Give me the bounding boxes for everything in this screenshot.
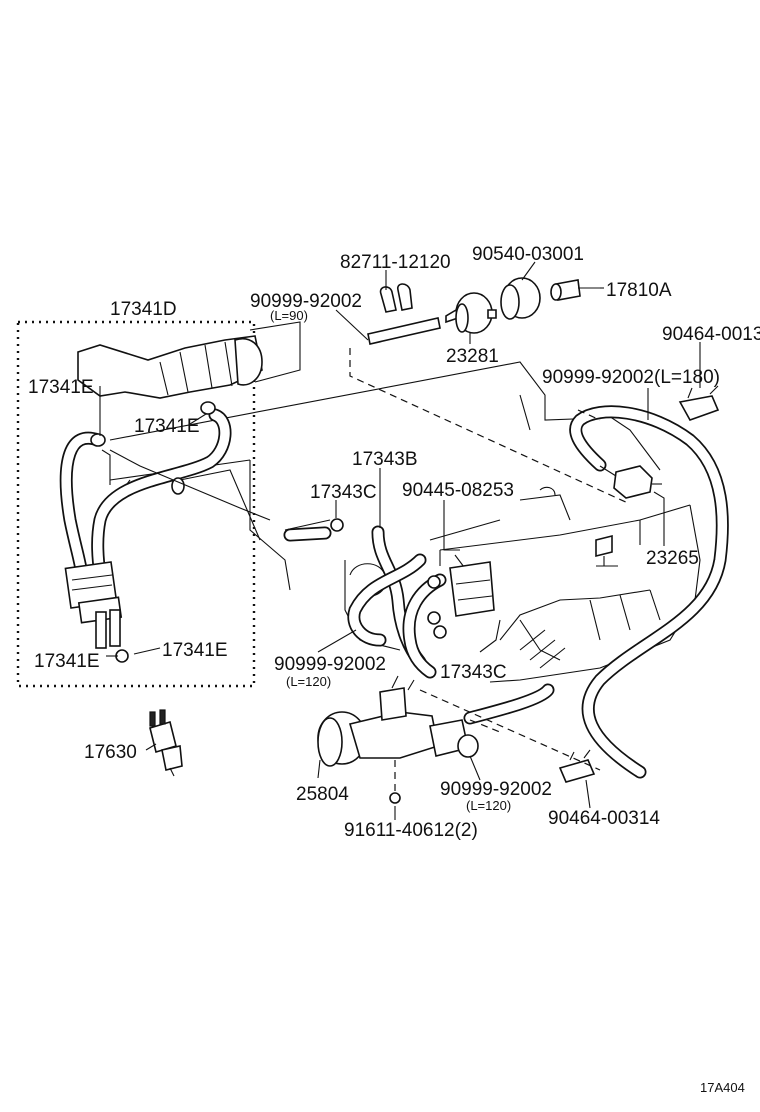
connector-17810a: [550, 279, 600, 301]
air-duct: [77, 335, 263, 399]
label-25804: 25804: [296, 784, 349, 805]
filter-23281: [445, 292, 497, 334]
label-90464-top: 90464-0013: [662, 324, 760, 345]
label-17630: 17630: [84, 742, 137, 763]
label-90999-d-length: (L=120): [466, 798, 511, 813]
label-17810a: 17810A: [606, 280, 672, 301]
label-23281: 23281: [446, 346, 499, 367]
clip-82711: [379, 283, 413, 313]
label-91611: 91611-40612(2): [344, 820, 478, 841]
label-90999-c-length: (L=120): [286, 674, 331, 689]
vacuum-hoses: [59, 405, 729, 779]
diagram-id: 17A404: [700, 1080, 745, 1095]
label-17343c-a: 17343C: [310, 482, 377, 503]
clamp-90464-bottom: [558, 749, 596, 783]
label-23265: 23265: [646, 548, 699, 569]
label-17341e-b: 17341E: [134, 416, 200, 437]
intake-manifold: [99, 321, 701, 683]
label-17341e-d: 17341E: [162, 640, 228, 661]
label-17343b: 17343B: [352, 449, 418, 470]
vsv-17341e: [64, 401, 271, 663]
label-17341d: 17341D: [110, 299, 177, 320]
label-90445: 90445-08253: [402, 480, 514, 501]
label-17341e-a: 17341E: [28, 377, 94, 398]
sensor-17630: [149, 709, 183, 777]
label-82711: 82711-12120: [340, 252, 451, 273]
dashed-guides: [349, 348, 631, 792]
label-17341e-c: 17341E: [34, 651, 100, 672]
label-90999-a-length: (L=90): [270, 308, 308, 323]
label-90999-b: 90999-92002(L=180): [542, 367, 720, 388]
vacuum-fittings: [330, 518, 495, 639]
label-90999-d: 90999-92002: [440, 779, 552, 800]
label-17343c-b: 17343C: [440, 662, 507, 683]
label-90464-bottom: 90464-00314: [548, 808, 660, 829]
leader-lines: [99, 261, 701, 820]
label-90999-c: 90999-92002: [274, 654, 386, 675]
vsv-23265: [595, 465, 662, 567]
valve-25804: [317, 675, 479, 804]
cap-90540: [500, 277, 541, 320]
clamp-90464-top: [678, 385, 720, 421]
label-90540: 90540-03001: [472, 244, 584, 265]
hose-l90: [367, 317, 441, 345]
label-90999-a: 90999-92002: [250, 291, 362, 312]
